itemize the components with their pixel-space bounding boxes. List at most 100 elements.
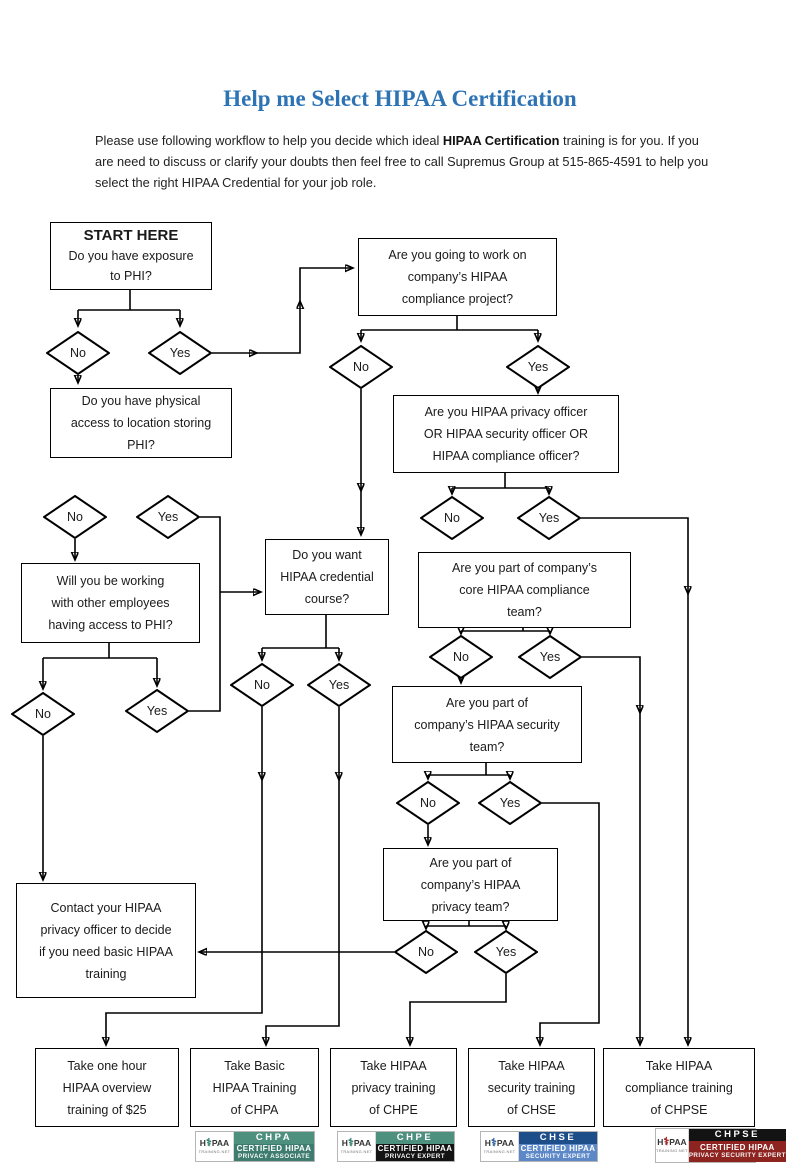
node-line: compliance project? <box>401 292 514 306</box>
result-line: HIPAA overview <box>62 1080 152 1095</box>
hipaa-training-logo: H⚕PAA TRAINING.NET <box>196 1132 234 1161</box>
decision-core-no: No <box>429 635 493 679</box>
node-contact-privacy-officer: Contact your HIPAA privacy officer to de… <box>16 883 196 998</box>
decision-core-yes: Yes <box>518 635 582 679</box>
decision-label: No <box>70 346 86 360</box>
decision-exposure-yes: Yes <box>148 331 212 375</box>
decision-label: Yes <box>539 650 561 664</box>
node-line: team? <box>469 739 505 754</box>
decision-officer-yes: Yes <box>517 496 581 540</box>
intro-text-before: Please use following workflow to help yo… <box>95 133 443 148</box>
connector-credential-no-to-overview <box>106 707 262 1044</box>
decision-label: No <box>254 678 270 692</box>
caduceus-icon: ⚕ <box>205 1137 212 1149</box>
result-chpse: Take HIPAA compliance training of CHPSE <box>603 1048 755 1127</box>
result-chpe: Take HIPAA privacy training of CHPE <box>330 1048 457 1127</box>
decision-project-no: No <box>329 345 393 389</box>
connector-project-split <box>361 314 538 340</box>
result-line: Take HIPAA <box>645 1058 713 1073</box>
node-line: company’s HIPAA <box>407 270 508 284</box>
node-line: access to location storing <box>70 416 212 430</box>
node-security-team: Are you part of company’s HIPAA security… <box>392 686 582 763</box>
node-line: company’s HIPAA <box>420 877 521 892</box>
decision-credential-no: No <box>230 663 294 707</box>
page-title: Help me Select HIPAA Certification <box>223 86 577 111</box>
result-line: of CHPE <box>369 1102 418 1117</box>
result-line: Take HIPAA <box>498 1058 565 1073</box>
node-line: Do you have exposure <box>68 249 194 263</box>
result-line: Take one hour <box>67 1058 147 1073</box>
connector-exposure-yes-to-project <box>212 268 352 353</box>
connector-security-split <box>428 761 510 778</box>
connector-credential-split <box>262 613 339 659</box>
node-line: Are you going to work on <box>388 248 527 262</box>
connector-privacy-yes-to-chpe <box>410 974 507 1044</box>
connector-start-split <box>78 288 180 325</box>
hipaa-training-logo: H⚕PAA TRAINING.NET <box>481 1132 519 1161</box>
result-line: Take Basic <box>224 1058 285 1073</box>
result-line: of CHSE <box>507 1102 556 1117</box>
intro-paragraph: Please use following workflow to help yo… <box>95 130 709 193</box>
result-line: security training <box>487 1080 576 1095</box>
result-line: training of $25 <box>67 1102 147 1117</box>
badge-cert-line: CERTIFIED HIPAA <box>699 1143 775 1152</box>
result-line: of CHPSE <box>650 1102 708 1117</box>
decision-working-no: No <box>11 692 75 736</box>
result-line: HIPAA Training <box>212 1080 297 1095</box>
badge-code: CHPSE <box>688 1129 786 1141</box>
caduceus-icon: ⚕ <box>663 1136 670 1148</box>
logo-text: H <box>657 1137 664 1147</box>
logo-text: H <box>484 1138 491 1148</box>
decision-security-yes: Yes <box>478 781 542 825</box>
hipaa-training-logo: H⚕PAA TRAINING.NET <box>338 1132 376 1161</box>
caduceus-icon: ⚕ <box>347 1137 354 1149</box>
decision-label: No <box>420 796 436 810</box>
result-line: compliance training <box>625 1080 733 1095</box>
decision-physical-no: No <box>43 495 107 539</box>
decision-label: No <box>353 360 369 374</box>
decision-label: Yes <box>527 360 549 374</box>
decision-label: No <box>67 510 83 524</box>
intro-text-bold: HIPAA Certification <box>442 133 560 148</box>
node-line: to PHI? <box>110 269 152 283</box>
node-working-with-employees: Will you be working with other employees… <box>21 563 200 643</box>
node-line: OR HIPAA security officer OR <box>423 427 589 441</box>
logo-text: PAA <box>496 1138 515 1148</box>
decision-credential-yes: Yes <box>307 663 371 707</box>
badge-cert-line: CERTIFIED HIPAA <box>377 1144 453 1153</box>
decision-physical-yes: Yes <box>136 495 200 539</box>
connector-core-yes-to-chpse <box>582 656 640 1044</box>
node-line: course? <box>304 592 350 606</box>
badge-role-line: SECURITY EXPERT <box>525 1153 591 1160</box>
node-physical-access: Do you have physical access to location … <box>50 388 232 458</box>
node-line: Contact your HIPAA <box>50 900 162 915</box>
logo-subtext: TRAINING.NET <box>340 1149 373 1154</box>
decision-label: Yes <box>169 346 191 360</box>
logo-subtext: TRAINING.NET <box>483 1149 516 1154</box>
decision-exposure-no: No <box>46 331 110 375</box>
result-overview-training: Take one hour HIPAA overview training of… <box>35 1048 179 1127</box>
badge-role-line: PRIVACY EXPERT <box>385 1153 445 1160</box>
decision-label: Yes <box>495 945 517 959</box>
decision-security-no: No <box>396 781 460 825</box>
result-chse: Take HIPAA security training of CHSE <box>468 1048 595 1127</box>
connector-officer-yes-to-chpse <box>581 517 688 1044</box>
node-line: having access to PHI? <box>48 618 173 632</box>
node-line: with other employees <box>51 596 170 610</box>
decision-privacy-no: No <box>394 930 458 974</box>
node-line: core HIPAA compliance <box>459 583 590 597</box>
node-line: Do you have physical <box>81 394 201 408</box>
logo-text: PAA <box>669 1137 687 1147</box>
decision-label: Yes <box>146 704 168 718</box>
decision-label: No <box>418 945 434 959</box>
result-line: of CHPA <box>230 1102 279 1117</box>
node-line: HIPAA credential <box>280 570 374 584</box>
node-credential-course: Do you want HIPAA credential course? <box>265 539 389 615</box>
node-compliance-project: Are you going to work on company’s HIPAA… <box>358 238 557 316</box>
node-line: Are you part of <box>429 855 512 870</box>
badge-role-line: PRIVACY SECURITY EXPERT <box>688 1152 786 1159</box>
node-line: team? <box>507 605 542 619</box>
node-line: training <box>85 966 127 981</box>
